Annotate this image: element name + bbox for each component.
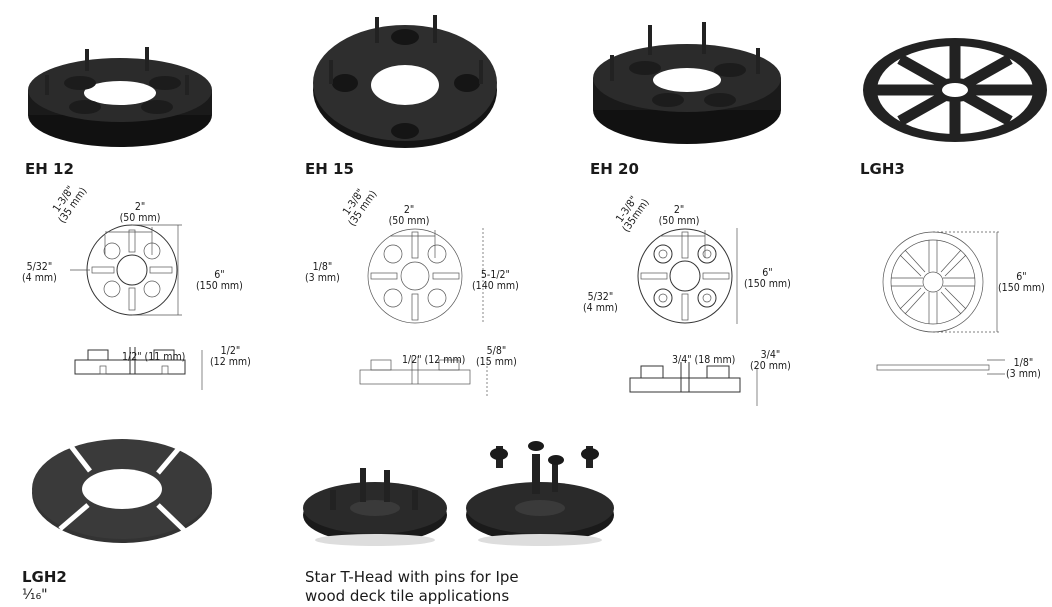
eh12-dim-top-width: 2" (50 mm)	[119, 201, 161, 224]
product-title-eh12: EH 12	[25, 160, 74, 178]
eh15-pedestal-head-photo	[313, 15, 497, 148]
lgh2-shim-photo	[32, 439, 212, 543]
eh15-dim-diameter: 5-1/2" (140 mm)	[472, 269, 519, 292]
lgh2-thickness: ¹⁄₁₆"	[22, 587, 48, 603]
eh20-pedestal-head-photo	[593, 22, 781, 144]
eh12-dim-tab-height: 1/2" (11 mm)	[122, 351, 186, 363]
product-title-eh15: EH 15	[305, 160, 354, 178]
product-title-lgh3: LGH3	[860, 160, 905, 178]
eh15-technical-drawing	[359, 228, 488, 398]
eh15-dim-tab-height: 1/2" (12 mm)	[402, 354, 466, 366]
eh20-dim-top-width: 2" (50 mm)	[658, 204, 700, 227]
eh20-dim-spacer: 5/32" (4 mm)	[583, 291, 618, 314]
eh15-dim-top-width: 2" (50 mm)	[388, 204, 430, 227]
eh20-dim-tab-height: 3/4" (18 mm)	[672, 354, 736, 366]
eh12-pedestal-head-photo	[28, 47, 212, 147]
lgh3-dim-thickness: 1/8" (3 mm)	[1006, 357, 1041, 380]
lgh3-leveling-disc-photo	[863, 38, 1047, 142]
star-t-head-pins-photo	[303, 441, 614, 546]
eh12-dim-slot: 1-3/8" (35 mm)	[50, 183, 90, 226]
eh12-dim-spacer: 5/32" (4 mm)	[22, 261, 57, 284]
product-title-lgh2: LGH2	[22, 568, 67, 586]
eh12-technical-drawing	[70, 224, 203, 390]
star-t-head-caption: Star T-Head with pins for Ipe wood deck …	[305, 568, 519, 605]
eh12-dim-base-height: 1/2" (12 mm)	[210, 345, 251, 368]
eh12-dim-diameter: 6" (150 mm)	[196, 269, 243, 292]
eh15-dim-base-height: 5/8" (15 mm)	[476, 345, 517, 368]
eh20-dim-diameter: 6" (150 mm)	[744, 267, 791, 290]
eh20-technical-drawing	[629, 228, 758, 406]
lgh3-dim-diameter: 6" (150 mm)	[998, 271, 1045, 294]
eh15-dim-slot: 1-3/8" (35 mm)	[340, 186, 380, 229]
lgh3-technical-drawing	[876, 231, 1005, 375]
eh20-dim-base-height: 3/4" (20 mm)	[750, 349, 791, 372]
product-title-eh20: EH 20	[590, 160, 639, 178]
eh15-dim-spacer: 1/8" (3 mm)	[305, 261, 340, 284]
